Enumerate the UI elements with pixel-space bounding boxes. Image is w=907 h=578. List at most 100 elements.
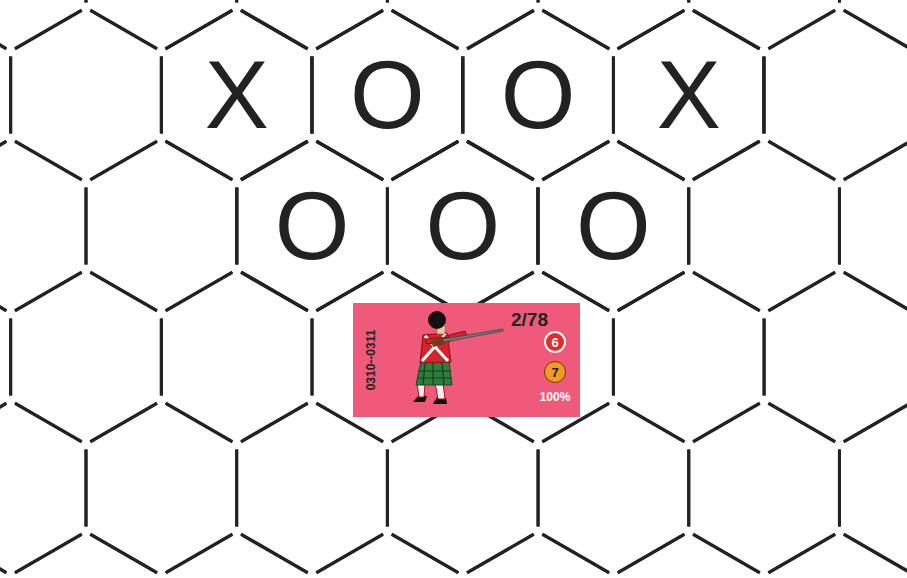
hex-edge (392, 11, 459, 50)
hex-edge (618, 10, 685, 49)
hex-edge (844, 404, 907, 443)
hex-edge (15, 141, 82, 180)
hex-edge (838, 0, 841, 3)
hex-edge (768, 11, 835, 50)
kilt-tartan (417, 362, 452, 385)
hex-edge (768, 534, 835, 573)
hex-edge (467, 11, 534, 50)
hex-edge (763, 57, 766, 134)
hex-edge (15, 404, 82, 443)
musket (437, 329, 503, 343)
hex-cell: O (463, 8, 614, 182)
hex-edge (693, 11, 760, 50)
hex-edge (316, 141, 383, 180)
combat-value: 6 (544, 331, 566, 353)
hex-edge (392, 141, 459, 180)
hex-edge (687, 450, 690, 527)
hex-edge (618, 535, 685, 574)
hex-edge (693, 535, 760, 574)
hex-edge (693, 141, 760, 180)
hex-edge (316, 141, 383, 180)
hex-edge (542, 11, 609, 50)
hex-edge (311, 57, 314, 134)
hex-edge (235, 450, 238, 527)
hex-edge (467, 141, 534, 180)
hex-edge (0, 142, 6, 181)
hex-edge (618, 142, 685, 181)
hex-edge (241, 141, 308, 180)
musket-stock (431, 338, 445, 347)
hex-edge (9, 319, 12, 396)
hex-edge (241, 141, 308, 180)
hex-edge (15, 272, 82, 311)
hex-edge (618, 272, 685, 311)
hex-edge (693, 141, 760, 180)
hex-edge (844, 11, 907, 50)
hex-edge (768, 403, 835, 442)
hex-edge (763, 57, 764, 134)
hex-edge (838, 0, 841, 3)
hex-edge (612, 319, 615, 396)
hex-edge (166, 534, 233, 573)
hex-edge (237, 188, 239, 265)
hex-edge (467, 535, 534, 574)
hex-edge (166, 10, 233, 49)
hex-edge (90, 404, 157, 443)
hex-edge (386, 188, 389, 265)
hex-edge (537, 450, 540, 527)
hex-edge (0, 141, 6, 180)
hex-edge (392, 142, 459, 181)
hex-edge (618, 141, 685, 180)
hex-edge (387, 188, 389, 265)
hex-edge (161, 57, 163, 134)
hex-edge (311, 57, 312, 134)
hex-edge (612, 57, 615, 134)
hex-edge (316, 142, 383, 181)
hex-edge (693, 11, 760, 50)
hex-edge (90, 141, 157, 180)
hex-edge (0, 534, 6, 573)
hex-edge (537, 450, 540, 527)
hex-edge (0, 11, 6, 50)
hex-edge (693, 404, 760, 443)
hex-edge (392, 142, 459, 181)
hex-edge (542, 11, 609, 50)
hex-edge (90, 11, 157, 50)
hex-cell: X (161, 8, 312, 182)
hex-edge (311, 319, 314, 396)
hex-edge (768, 535, 835, 574)
hex-edge (537, 0, 540, 3)
hex-edge (538, 188, 540, 265)
hex-edge (386, 450, 389, 527)
hex-cell: X (613, 8, 764, 182)
hex-edge (166, 142, 233, 181)
hex-edge (312, 57, 314, 134)
hex-edge (241, 404, 308, 443)
hex-cell: O (237, 139, 388, 313)
hex-edge (15, 534, 82, 573)
hex-edge (542, 535, 609, 574)
hex-edge (687, 0, 690, 3)
hex-edge (463, 57, 465, 134)
hex-edge (241, 272, 308, 311)
player-mark: X (657, 47, 721, 143)
hex-edge (235, 188, 238, 265)
player-mark: O (275, 178, 350, 274)
hex-edge (386, 188, 389, 265)
hex-edge (9, 319, 12, 396)
hex-edge (85, 0, 88, 3)
hex-edge (768, 272, 835, 311)
hex-edge (542, 10, 609, 49)
hex-edge (467, 534, 534, 573)
hex-edge (241, 403, 308, 442)
hex-edge (235, 0, 238, 3)
hex-edge (693, 10, 760, 49)
hex-edge (461, 57, 464, 134)
hex-cell: O (387, 139, 538, 313)
hex-edge (542, 142, 609, 181)
hex-edge (542, 141, 609, 180)
strength-percent: 100% (540, 391, 571, 403)
unit-counter: 0310--03112/78100%67 (353, 303, 580, 417)
hex-edge (768, 141, 835, 180)
